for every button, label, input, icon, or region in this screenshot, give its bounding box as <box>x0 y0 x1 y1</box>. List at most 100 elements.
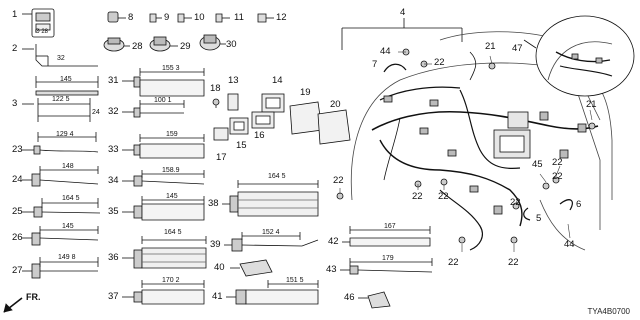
callout-7: 7 <box>372 59 378 70</box>
dimension-part-41: 151 5 <box>286 277 304 284</box>
callout-17: 17 <box>216 152 227 163</box>
callout-4: 4 <box>400 7 406 18</box>
clip-part-46 <box>358 291 391 309</box>
callout-10: 10 <box>194 12 205 23</box>
callout-14: 14 <box>272 75 283 86</box>
harness-part-23 <box>22 132 99 155</box>
callout-13: 13 <box>228 75 239 86</box>
connector-part-1 <box>22 8 55 38</box>
dimension-part-26: 145 <box>62 223 74 230</box>
harness-part-26 <box>22 226 99 246</box>
relay-parts-13-20 <box>212 93 351 145</box>
callout-29: 29 <box>180 41 191 52</box>
callout-22-left: 22 <box>333 175 344 186</box>
dimension-part-27: 149 8 <box>58 254 76 261</box>
callout-1: 1 <box>12 9 18 20</box>
dimension-part-38: 164 5 <box>268 173 286 180</box>
grommet-parts-28-30 <box>103 34 226 52</box>
callout-40: 40 <box>214 262 225 273</box>
harness-part-39 <box>224 232 319 252</box>
callout-11: 11 <box>234 12 244 23</box>
callout-36: 36 <box>108 252 119 263</box>
callout-6: 6 <box>576 199 582 210</box>
harness-part-42 <box>342 226 431 247</box>
callout-30: 30 <box>226 39 237 50</box>
callout-22-mid-a: 22 <box>412 191 423 202</box>
dimension-part-23: 129 4 <box>56 131 74 138</box>
dimension-part-35: 145 <box>166 193 178 200</box>
dimension-part-37: 170 2 <box>162 277 180 284</box>
callout-33: 33 <box>108 144 119 155</box>
dimension-part-24: 148 <box>62 163 74 170</box>
dimension-part-33: 159 <box>166 131 178 138</box>
dimension-part-32: 100 1 <box>154 97 172 104</box>
callout-42: 42 <box>328 236 339 247</box>
callout-3: 3 <box>12 98 18 109</box>
callout-28: 28 <box>132 41 143 52</box>
harness-part-38 <box>222 180 319 217</box>
callout-22-top: 22 <box>434 57 445 68</box>
callout-37: 37 <box>108 291 119 302</box>
callout-32: 32 <box>108 106 119 117</box>
callout-21-top: 21 <box>485 41 496 52</box>
callout-27: 27 <box>12 265 23 276</box>
dimension-part-36: 164 5 <box>164 229 182 236</box>
dimension-part-34: 158.9 <box>162 167 180 174</box>
harness-part-3 <box>22 98 91 122</box>
callout-44-top: 44 <box>380 46 391 57</box>
harness-part-27 <box>22 257 99 279</box>
callout-43: 43 <box>326 264 337 275</box>
callout-38: 38 <box>208 198 219 209</box>
callout-19: 19 <box>300 87 311 98</box>
harness-part-43 <box>340 258 433 275</box>
callout-9: 9 <box>164 12 170 23</box>
leader-lines <box>339 51 593 252</box>
callout-31: 31 <box>108 75 119 86</box>
callout-46: 46 <box>344 292 355 303</box>
harness-column-2 <box>122 68 207 305</box>
callout-20: 20 <box>330 99 341 110</box>
dimension-part-3: 122 5 <box>52 96 70 103</box>
callout-39: 39 <box>210 239 221 250</box>
bracket-part-40 <box>230 259 273 277</box>
dimension-part-42: 167 <box>384 223 396 230</box>
callout-44-bottom: 44 <box>564 239 575 250</box>
callout-22-mid-b: 22 <box>438 191 449 202</box>
callout-24: 24 <box>12 174 23 185</box>
callout-22-bottom-a: 22 <box>448 257 459 268</box>
callout-18: 18 <box>210 83 221 94</box>
callout-12: 12 <box>276 12 287 23</box>
diagram-code: TYA4B0700 <box>587 307 630 316</box>
callout-26: 26 <box>12 232 23 243</box>
front-direction-label: FR. <box>26 292 41 302</box>
dimension-part-3-side: 24 <box>92 109 100 116</box>
callout-25: 25 <box>12 206 23 217</box>
callout-22-right-a: 22 <box>552 157 563 168</box>
front-direction-arrow <box>3 297 23 313</box>
harness-part-24 <box>22 166 99 187</box>
harness-part-2 <box>22 44 99 96</box>
callout-5: 5 <box>536 213 542 224</box>
callout-21-right: 21 <box>586 99 597 110</box>
callout-16: 16 <box>254 130 265 141</box>
callout-22-right-b: 22 <box>552 171 563 182</box>
dimension-part-2: 145 <box>60 76 72 83</box>
callout-2: 2 <box>12 43 18 54</box>
dimension-part-43: 179 <box>382 255 394 262</box>
callout-8: 8 <box>128 12 134 23</box>
connector-diameter-label: Ø 28 <box>35 29 49 35</box>
dimension-part-31: 155 3 <box>162 65 180 72</box>
callout-45: 45 <box>532 159 543 170</box>
callout-34: 34 <box>108 175 119 186</box>
inset-overview <box>523 15 635 97</box>
callout-15: 15 <box>236 140 247 151</box>
harness-part-25 <box>22 198 101 218</box>
callout-35: 35 <box>108 206 119 217</box>
harness-part-41 <box>226 280 319 305</box>
dimension-part-2-short: 32 <box>57 55 65 62</box>
dimension-part-39: 152 4 <box>262 229 280 236</box>
callout-22-mid-c: 22 <box>510 197 521 208</box>
clip-parts-8-12 <box>107 11 274 23</box>
